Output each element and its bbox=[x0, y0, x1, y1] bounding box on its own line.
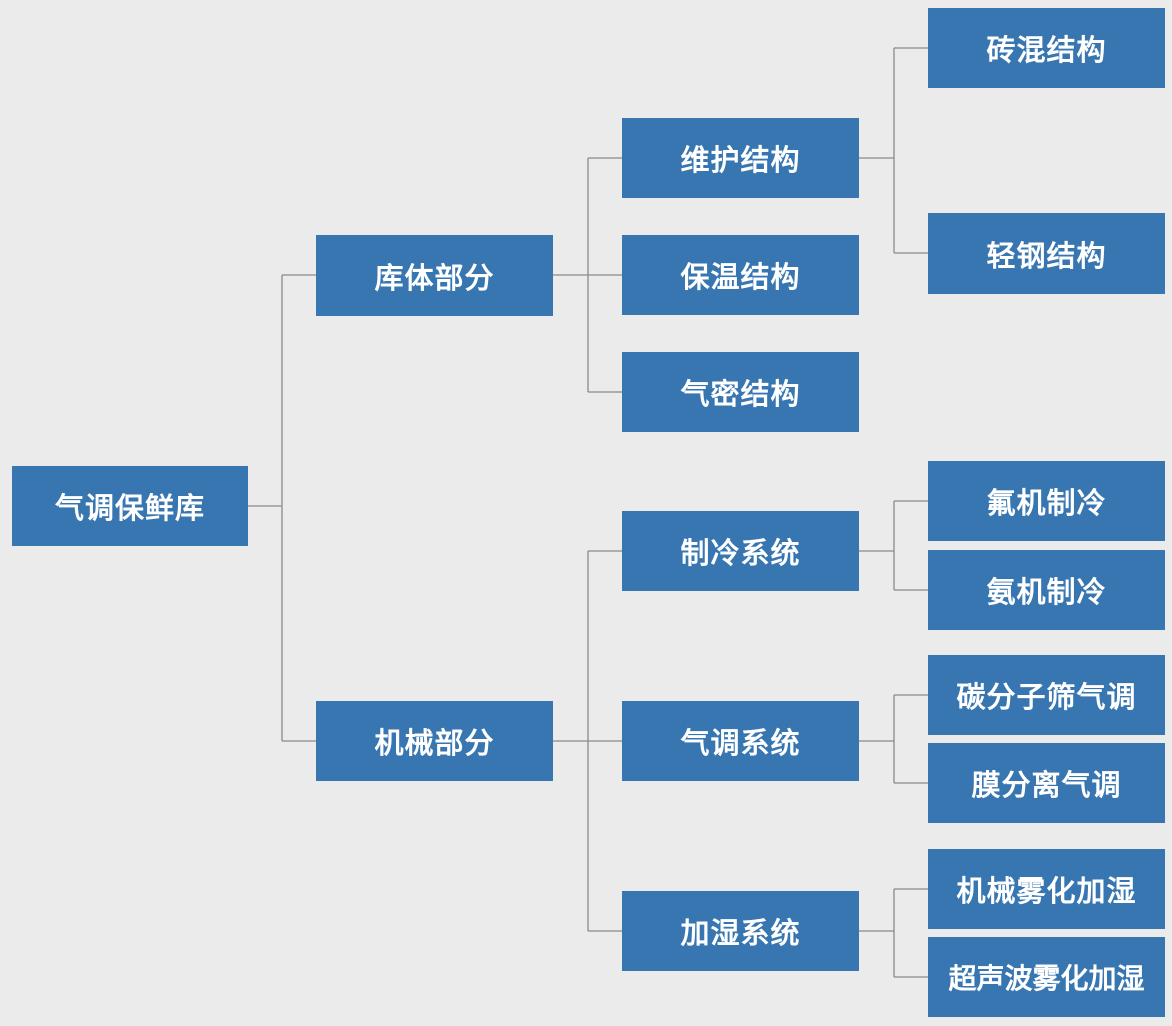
node-tanfenzi: 碳分子筛气调 bbox=[928, 655, 1165, 735]
node-chaoshengbo: 超声波雾化加湿 bbox=[928, 937, 1165, 1017]
node-zhileng: 制冷系统 bbox=[622, 511, 859, 591]
node-jiashi: 加湿系统 bbox=[622, 891, 859, 971]
node-baowen: 保温结构 bbox=[622, 235, 859, 315]
node-qimi: 气密结构 bbox=[622, 352, 859, 432]
node-weihu: 维护结构 bbox=[622, 118, 859, 198]
node-zhuanhun: 砖混结构 bbox=[928, 8, 1165, 88]
node-mofenli: 膜分离气调 bbox=[928, 743, 1165, 823]
node-root: 气调保鲜库 bbox=[12, 466, 248, 546]
node-fuji: 氟机制冷 bbox=[928, 461, 1165, 541]
node-qitiao: 气调系统 bbox=[622, 701, 859, 781]
node-anji: 氨机制冷 bbox=[928, 550, 1165, 630]
node-qinggang: 轻钢结构 bbox=[928, 213, 1165, 294]
node-jixiewuhua: 机械雾化加湿 bbox=[928, 849, 1165, 929]
node-jixie: 机械部分 bbox=[316, 701, 553, 781]
node-kuti: 库体部分 bbox=[316, 235, 553, 316]
